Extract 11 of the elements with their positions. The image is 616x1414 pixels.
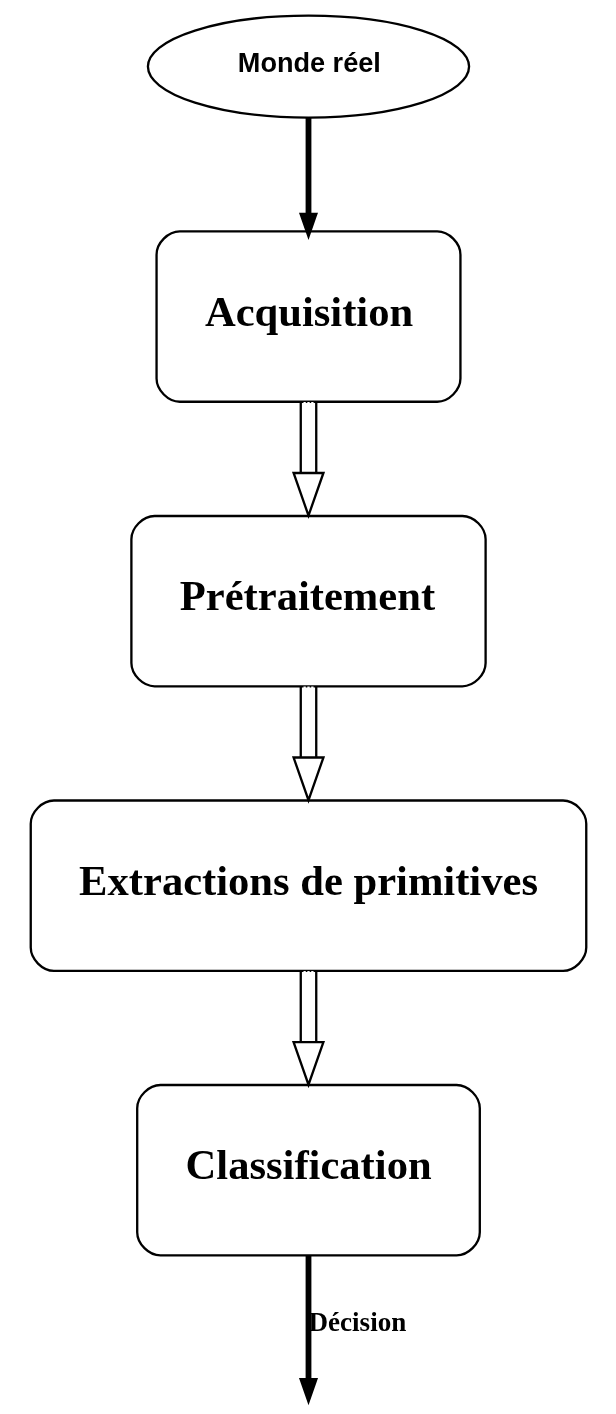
edge-label: Décision: [308, 1307, 406, 1338]
arrow: [291, 686, 325, 804]
arrow: [291, 971, 325, 1089]
node-box: Classification: [135, 1083, 481, 1257]
arrow: [291, 402, 325, 520]
node-box: Extractions de primitives: [29, 799, 587, 972]
node-ellipse: Monde réel: [146, 14, 470, 119]
node-box: Prétraitement: [129, 514, 487, 688]
arrow: [298, 1255, 318, 1406]
arrow: [298, 117, 318, 240]
node-box: Acquisition: [154, 230, 462, 403]
